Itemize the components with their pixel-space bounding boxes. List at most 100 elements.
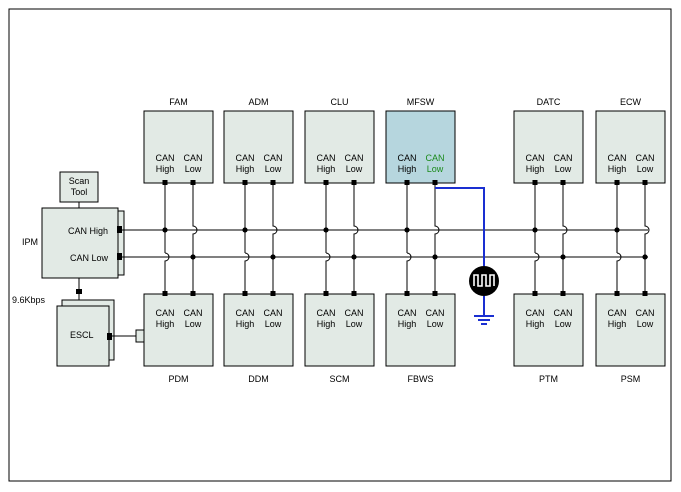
ipm-escl-pin (76, 289, 82, 294)
ddm-module-box (223, 293, 294, 367)
scm-can-high-wire-b (325, 252, 331, 294)
ecw-module-box (595, 110, 666, 184)
clu-module-box (304, 110, 375, 184)
baud-rate-label: 9.6Kbps (12, 295, 46, 305)
diagram-frame (8, 8, 672, 482)
ipm-can-low-label: CAN Low (70, 253, 109, 263)
oscilloscope-icon (469, 266, 499, 296)
psm-can-high-node (614, 227, 620, 233)
pdm-can-high-wire-b (164, 252, 170, 294)
fam-can-low-wire (192, 183, 198, 257)
adm-module-box (223, 110, 294, 184)
fam-can-high-pin (162, 180, 168, 185)
ptm-module-box (513, 293, 584, 367)
adm-module-name: ADM (249, 97, 269, 107)
ptm-can-high-wire-b (534, 252, 540, 294)
datc-module-box (513, 110, 584, 184)
fam-can-low-pin (190, 180, 196, 185)
adm-can-high-pin (242, 180, 248, 185)
mfsw-can-high-pin (404, 180, 410, 185)
psm-can-high-wire-b (616, 252, 622, 294)
adm-can-low-wire (272, 183, 278, 257)
ptm-can-low-node (560, 254, 566, 260)
clu-can-low-pin (351, 180, 357, 185)
pdm-can-high-node (162, 227, 168, 233)
fam-module-name: FAM (169, 97, 188, 107)
square-wave-icon (473, 274, 495, 287)
ipm-box (41, 207, 119, 279)
ddm-module-name: DDM (248, 374, 269, 384)
escl-label: ESCL (70, 330, 94, 340)
ecw-can-high-pin (614, 180, 620, 185)
datc-can-high-pin (532, 180, 538, 185)
ecw-can-low-pin (642, 180, 648, 185)
datc-can-low-wire (562, 183, 568, 257)
ipm-can-low-pin (117, 253, 122, 260)
pdm-module-box (143, 293, 214, 367)
scm-can-low-node (351, 254, 357, 260)
datc-can-low-pin (560, 180, 566, 185)
pdm-module-name: PDM (169, 374, 189, 384)
ddm-can-low-node (270, 254, 276, 260)
psm-module-name: PSM (621, 374, 641, 384)
pdm-escl-connector (135, 329, 145, 343)
ipm-can-high-label: CAN High (68, 226, 108, 236)
escl-box (56, 305, 110, 367)
mfsw-can-low-wire (434, 183, 440, 257)
mfsw-module-name: MFSW (407, 97, 435, 107)
ddm-can-high-node (242, 227, 248, 233)
adm-can-low-pin (270, 180, 276, 185)
clu-can-low-wire (353, 183, 359, 257)
ecw-module-name: ECW (620, 97, 642, 107)
datc-module-name: DATC (537, 97, 561, 107)
scm-can-high-node (323, 227, 329, 233)
fbws-module-name: FBWS (408, 374, 434, 384)
pdm-can-low-node (190, 254, 196, 260)
ipm-can-high-pin (117, 226, 122, 233)
ddm-can-high-wire-b (244, 252, 250, 294)
short-to-ground (435, 187, 499, 325)
fbws-module-box (385, 293, 456, 367)
ecw-can-low-wire (644, 183, 650, 257)
mfsw-can-low-pin (432, 180, 438, 185)
clu-module-name: CLU (330, 97, 348, 107)
fbws-can-low-node (432, 254, 438, 260)
scm-module-name: SCM (330, 374, 350, 384)
clu-can-high-pin (323, 180, 329, 185)
fam-module-box (143, 110, 214, 184)
ptm-module-name: PTM (539, 374, 558, 384)
ipm-label: IPM (22, 237, 38, 247)
ptm-can-high-node (532, 227, 538, 233)
scm-module-box (304, 293, 375, 367)
escl-pin (107, 333, 112, 340)
psm-can-low-node (642, 254, 648, 260)
fault-wire (435, 187, 485, 266)
fbws-can-high-node (404, 227, 410, 233)
fbws-can-high-wire-b (406, 252, 412, 294)
